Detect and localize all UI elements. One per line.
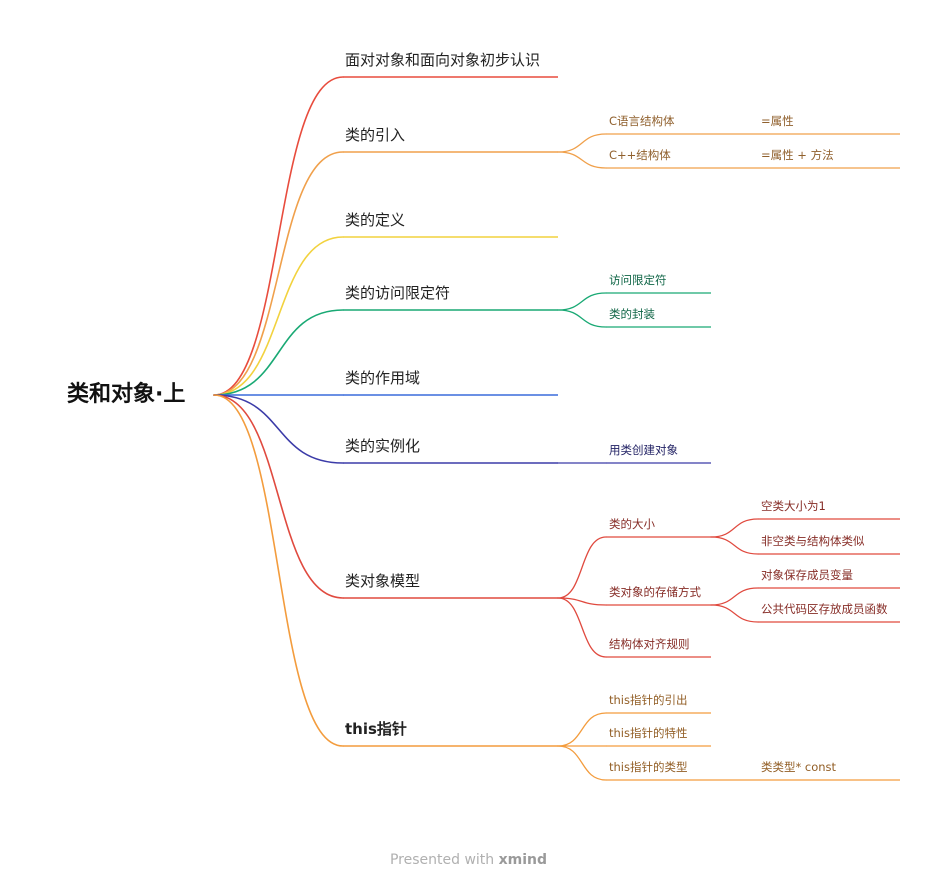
subtopic-7-0[interactable]: this指针的引出 [609,693,688,707]
leaf-6-1-0[interactable]: 对象保存成员变量 [761,568,853,582]
topic-0[interactable]: 面对对象和面向对象初步认识 [345,51,541,69]
branch-line-0 [213,76,344,396]
subtopic-6-0[interactable]: 类的大小 [609,517,655,531]
subtopic-7-2[interactable]: this指针的类型 [609,760,688,774]
topic-2[interactable]: 类的定义 [345,211,406,229]
root-topic[interactable]: 类和对象·上 [67,382,186,407]
leaf-6-1-1[interactable]: 公共代码区存放成员函数 [761,602,888,616]
branch-line-2 [213,236,344,396]
branch-line-1 [213,151,344,396]
branch-line-7 [213,394,344,747]
footer-prefix: Presented with [389,852,495,868]
subtopic-7-1[interactable]: this指针的特性 [609,726,688,740]
subtopic-3-1[interactable]: 类的封装 [609,307,655,321]
topic-3[interactable]: 类的访问限定符 [345,284,451,302]
subtopic-line-1-0 [557,133,607,153]
topic-5[interactable]: 类的实例化 [345,437,421,455]
leaf-1-0-0[interactable]: =属性 [761,114,794,128]
subtopic-line-3-1 [557,309,607,328]
leaf-6-0-0[interactable]: 空类大小为1 [761,499,826,513]
subtopic-line-3-0 [557,292,607,311]
footer: Presented with xmind [0,852,937,868]
subtopic-line-7-2 [557,745,607,781]
subtopic-6-1[interactable]: 类对象的存储方式 [609,585,701,599]
subtopic-1-0[interactable]: C语言结构体 [609,114,675,128]
subtopic-line-7-0 [557,712,607,747]
leaf-line-6-1-0 [710,587,759,606]
branch-line-6 [213,394,344,599]
subtopic-5-0[interactable]: 用类创建对象 [609,443,678,457]
subtopic-line-6-0 [557,536,607,599]
topic-6[interactable]: 类对象模型 [345,572,421,590]
leaf-line-6-0-0 [710,518,759,538]
subtopic-line-6-2 [557,597,607,658]
subtopic-3-0[interactable]: 访问限定符 [609,273,667,287]
topic-1[interactable]: 类的引入 [345,126,406,144]
subtopic-1-1[interactable]: C++结构体 [609,148,671,162]
leaf-1-1-0[interactable]: =属性 + 方法 [761,148,834,162]
leaf-7-2-0[interactable]: 类类型* const [761,760,837,774]
branch-line-3 [213,309,344,396]
topic-7[interactable]: this指针 [345,720,407,738]
subtopic-line-1-1 [557,151,607,169]
footer-brand: xmind [498,852,548,868]
subtopic-line-6-1 [557,597,607,606]
branch-line-5 [213,394,344,464]
subtopic-6-2[interactable]: 结构体对齐规则 [609,637,690,651]
topic-4[interactable]: 类的作用域 [345,369,421,387]
leaf-line-6-1-1 [710,604,759,623]
leaf-line-6-0-1 [710,536,759,555]
leaf-6-0-1[interactable]: 非空类与结构体类似 [761,534,865,548]
